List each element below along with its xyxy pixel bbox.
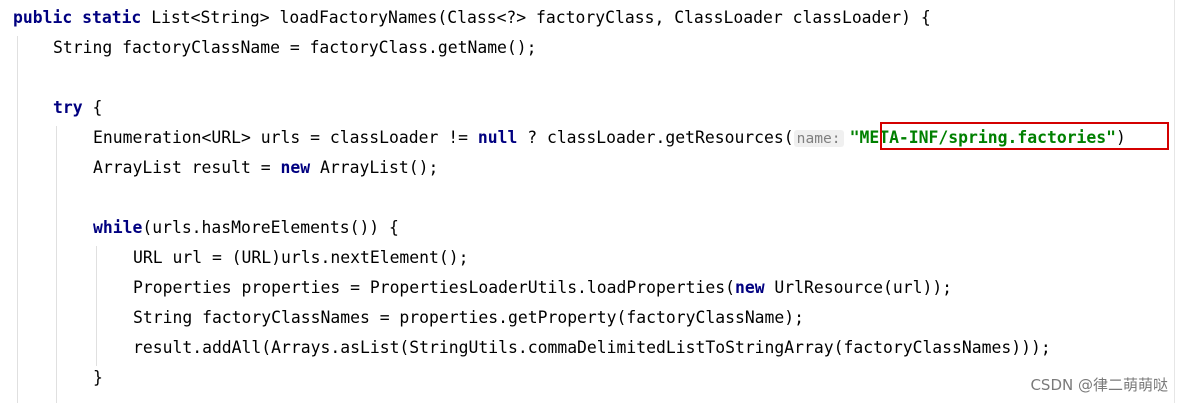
code-line-5: Enumeration<URL> urls = classLoader != n… <box>93 123 1126 153</box>
code-text: String factoryClassName = factoryClass.g… <box>53 38 537 57</box>
code-text: ? classLoader.getResources( <box>517 128 794 147</box>
code-text: URL url = (URL)urls.nextElement(); <box>133 248 469 267</box>
code-line-11: String factoryClassNames = properties.ge… <box>133 303 804 333</box>
keyword-new: new <box>734 278 765 297</box>
method-signature: List<String> loadFactoryNames(Class<?> f… <box>151 8 931 27</box>
indent-guide <box>17 36 18 403</box>
code-line-1: public static List<String> loadFactoryNa… <box>13 3 931 33</box>
keyword-while: while <box>93 218 143 237</box>
watermark: CSDN @律二萌萌哒 <box>1030 376 1168 394</box>
code-text: ArrayList result = <box>93 158 281 177</box>
closing-brace: } <box>93 368 103 387</box>
code-line-12: result.addAll(Arrays.asList(StringUtils.… <box>133 333 1051 363</box>
highlight-box <box>880 122 1169 150</box>
keyword-public: public <box>13 8 73 27</box>
code-text: Properties properties = PropertiesLoader… <box>133 278 735 297</box>
code-line-2: String factoryClassName = factoryClass.g… <box>53 33 537 63</box>
code-text: UrlResource(url)); <box>764 278 953 297</box>
code-text: (urls.hasMoreElements()) { <box>142 218 399 237</box>
code-line-6: ArrayList result = new ArrayList(); <box>93 153 438 183</box>
code-text: String factoryClassNames = properties.ge… <box>133 308 805 327</box>
keyword-static: static <box>82 8 142 27</box>
keyword-try: try <box>53 98 83 117</box>
code-line-13: } <box>93 363 103 393</box>
code-line-8: while(urls.hasMoreElements()) { <box>93 213 399 243</box>
code-text: result.addAll(Arrays.asList(StringUtils.… <box>133 338 1051 357</box>
right-margin-line <box>1174 0 1175 403</box>
code-text: ArrayList(); <box>310 158 439 177</box>
code-text: ) <box>1116 128 1126 147</box>
keyword-new: new <box>280 158 311 177</box>
code-text: { <box>92 98 103 117</box>
indent-guide <box>96 246 97 366</box>
code-text: Enumeration<URL> urls = classLoader != <box>93 128 478 147</box>
keyword-null: null <box>477 128 518 147</box>
code-line-9: URL url = (URL)urls.nextElement(); <box>133 243 469 273</box>
code-line-10: Properties properties = PropertiesLoader… <box>133 273 952 303</box>
code-line-4: try { <box>53 93 102 123</box>
string-literal: "META-INF/spring.factories" <box>849 128 1117 147</box>
parameter-hint: name: <box>793 130 844 147</box>
indent-guide <box>56 126 57 403</box>
